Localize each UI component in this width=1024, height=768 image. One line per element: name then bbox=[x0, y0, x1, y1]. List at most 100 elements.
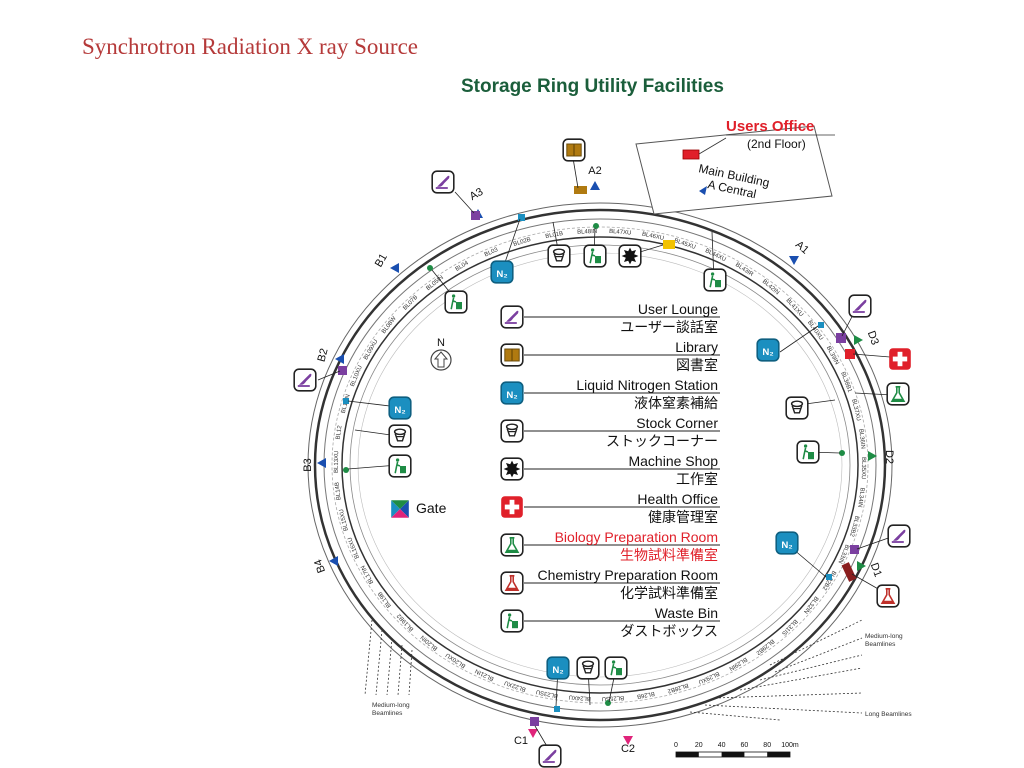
legend-label-jp: 健康管理室 bbox=[648, 509, 718, 526]
legend-item-health-office: Health Office 健康管理室 bbox=[501, 491, 720, 526]
beamline-label: BL02B bbox=[513, 237, 532, 248]
stock-corner-icon bbox=[785, 396, 809, 420]
medium-long-left-1: Medium-long bbox=[372, 702, 410, 709]
user-lounge-icon bbox=[538, 744, 562, 768]
waste-bin-icon bbox=[583, 244, 607, 268]
scale-tick: 0 bbox=[674, 742, 678, 749]
legend-label-jp: 図書室 bbox=[676, 357, 718, 374]
legend: User Lounge ユーザー談話室 Library 図書室 Liquid Nitro… bbox=[500, 301, 720, 640]
legend-label-jp: 化学試料準備室 bbox=[620, 585, 718, 602]
liquid-nitrogen-icon bbox=[500, 381, 524, 405]
long-beamlines-note: Long Beamlines bbox=[865, 711, 912, 718]
sector-b2: B2 bbox=[316, 347, 344, 364]
sector-label: D2 bbox=[883, 450, 895, 464]
chemistry-prep-icon bbox=[876, 584, 900, 608]
health-office-icon bbox=[889, 348, 911, 370]
sector-a2: A2 bbox=[588, 165, 602, 190]
legend-label: Chemistry Preparation Room bbox=[537, 567, 718, 583]
sector-label: C2 bbox=[621, 743, 635, 755]
beamline-label: BL28B2 bbox=[666, 682, 689, 694]
legend-label-jp: ユーザー談話室 bbox=[620, 319, 718, 336]
waste-bin-icon bbox=[500, 609, 524, 633]
sector-b4: B4 bbox=[312, 556, 338, 574]
sector-d2: D2 bbox=[868, 450, 895, 464]
sector-label: C1 bbox=[514, 735, 528, 747]
slide-title: Synchrotron Radiation X ray Source bbox=[82, 34, 418, 59]
beamline-label: BL15XU bbox=[339, 508, 350, 531]
sector-c1: C1 bbox=[514, 729, 538, 747]
liquid-nitrogen-icon bbox=[756, 338, 780, 362]
beamline-label: BL34IN bbox=[856, 487, 865, 508]
medium-long-right-1: Medium-long bbox=[865, 633, 903, 640]
sector-label: D1 bbox=[868, 561, 884, 578]
a-central-marker bbox=[699, 186, 707, 195]
machine-shop-icon bbox=[500, 457, 524, 481]
beamline-label: BL33IN bbox=[837, 543, 850, 564]
ring-facility-squares bbox=[338, 186, 859, 726]
gate-icon bbox=[391, 500, 409, 518]
stock-corner-icon bbox=[500, 419, 524, 443]
scale-tick: 100m bbox=[781, 742, 799, 749]
library-icon bbox=[562, 138, 586, 162]
stock-corner-icon bbox=[388, 424, 412, 448]
chemistry-prep-icon bbox=[500, 571, 524, 595]
sector-label: D3 bbox=[865, 329, 881, 346]
legend-label: Machine Shop bbox=[628, 453, 718, 469]
users-office-subtitle: (2nd Floor) bbox=[747, 137, 806, 151]
stock-corner-icon bbox=[576, 656, 600, 680]
legend-item-machine-shop: Machine Shop 工作室 bbox=[500, 453, 720, 488]
legend-label-jp: ダストボックス bbox=[620, 624, 718, 640]
user-lounge-icon bbox=[500, 305, 524, 329]
legend-label-jp: ストックコーナー bbox=[606, 434, 718, 450]
sector-d3: D3 bbox=[854, 329, 881, 347]
sector-marker bbox=[857, 561, 866, 571]
library-icon bbox=[500, 343, 524, 367]
sector-label: A1 bbox=[793, 239, 811, 257]
sector-marker bbox=[854, 335, 863, 345]
health-office-icon bbox=[501, 496, 523, 518]
diagram-title: Storage Ring Utility Facilities bbox=[461, 76, 724, 97]
biology-prep-icon bbox=[886, 382, 910, 406]
users-office-title: Users Office bbox=[726, 118, 814, 135]
legend-label-jp: 工作室 bbox=[676, 471, 718, 488]
beamline-rays bbox=[364, 619, 863, 721]
beamline-notes: Medium-long Beamlines Medium-long Beamli… bbox=[372, 633, 912, 718]
sector-marker bbox=[528, 729, 538, 738]
user-lounge-icon bbox=[293, 368, 317, 392]
compass-label: N bbox=[437, 337, 445, 349]
sector-marker bbox=[335, 354, 344, 364]
legend-label-jp: 生物試料準備室 bbox=[620, 547, 718, 564]
beamline-labels: BL01BBL02BBL03BL04BL05INBL07BBL08WBL09XU… bbox=[334, 229, 866, 701]
beamline-label: BL12 bbox=[336, 425, 344, 440]
waste-bin-icon bbox=[604, 656, 628, 680]
beamline-label: BL14B bbox=[335, 482, 343, 501]
gate: Gate bbox=[391, 500, 447, 518]
legend-item-library: Library 図書室 bbox=[500, 339, 720, 374]
legend-label-jp: 液体窒素補給 bbox=[634, 395, 718, 412]
legend-label: Biology Preparation Room bbox=[555, 529, 718, 545]
medium-long-right-2: Beamlines bbox=[865, 641, 896, 648]
north-compass: N bbox=[430, 337, 452, 371]
beamline-label: BL48IN bbox=[577, 229, 597, 236]
sector-marker bbox=[590, 181, 600, 190]
beamline-label: BL26B bbox=[636, 690, 655, 699]
machine-shop-icon bbox=[618, 244, 642, 268]
user-lounge-icon bbox=[431, 170, 455, 194]
legend-label: User Lounge bbox=[638, 301, 718, 317]
legend-label: Health Office bbox=[637, 491, 718, 507]
sector-label: B4 bbox=[312, 558, 328, 575]
beamline-label: BL13XU bbox=[334, 451, 340, 473]
waste-bin-icon bbox=[703, 268, 727, 292]
stock-corner-icon bbox=[547, 244, 571, 268]
legend-label: Library bbox=[675, 339, 718, 355]
beamline-label: BL47XU bbox=[609, 229, 632, 237]
legend-item-chemistry-prep: Chemistry Preparation Room 化学試料準備室 bbox=[500, 567, 720, 602]
waste-bin-icon bbox=[796, 440, 820, 464]
sector-label: B2 bbox=[316, 347, 331, 363]
scale-tick: 20 bbox=[695, 742, 703, 749]
